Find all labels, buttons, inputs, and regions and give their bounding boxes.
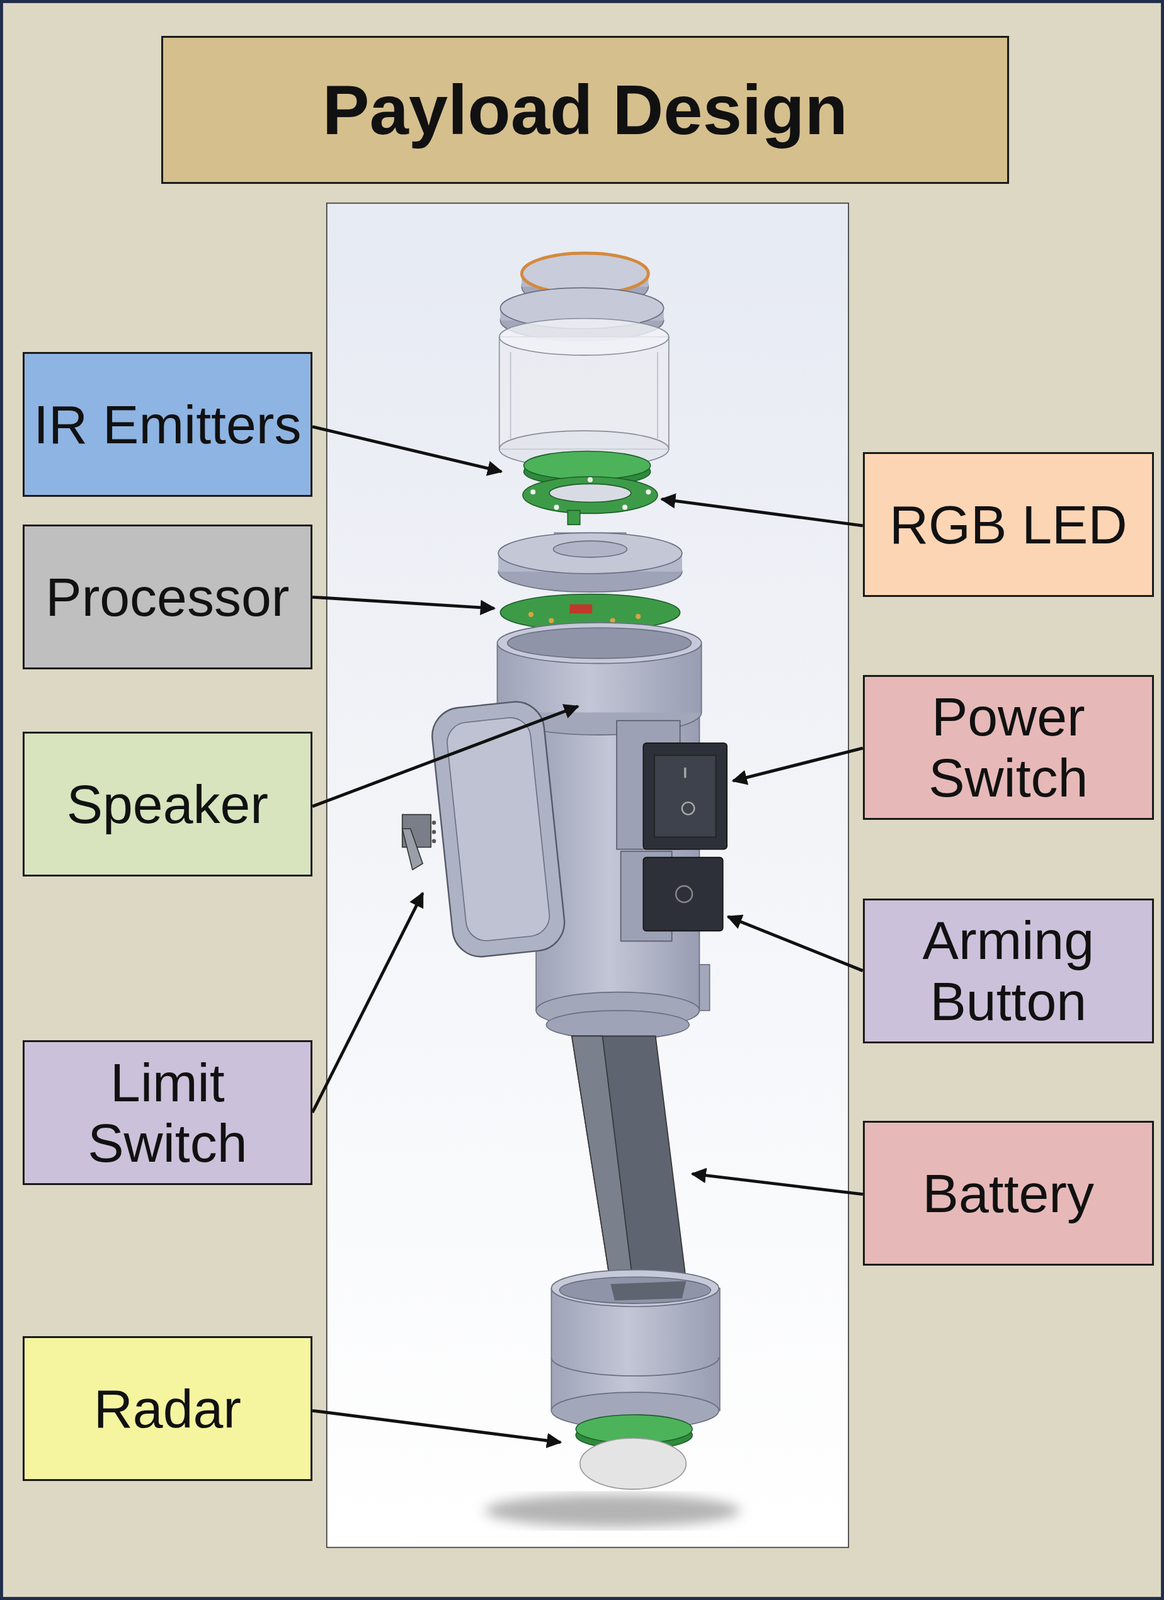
battery xyxy=(610,1281,686,1301)
led-dot xyxy=(622,505,628,511)
bottom-cap xyxy=(551,1358,719,1377)
limit-pin xyxy=(432,839,436,844)
limit-pin xyxy=(432,830,436,834)
solder-pad xyxy=(548,618,554,624)
clear-housing xyxy=(656,352,659,440)
arming-button xyxy=(643,857,723,932)
label-text: Battery xyxy=(922,1163,1095,1224)
label-box: Battery xyxy=(862,1121,1154,1267)
power-rocker xyxy=(654,755,716,838)
leader-line xyxy=(312,427,502,472)
label-text: IR Emitters xyxy=(33,394,302,455)
main-body xyxy=(507,627,692,659)
speaker-housing xyxy=(429,699,568,960)
power-switch xyxy=(643,743,727,850)
side-clip xyxy=(699,964,710,1011)
main-body xyxy=(496,643,499,713)
leader-line xyxy=(312,706,578,807)
label-box: RGB LED xyxy=(862,452,1154,598)
clear-housing xyxy=(510,352,512,440)
led-dot xyxy=(530,489,536,495)
label-box: Radar xyxy=(22,1336,313,1482)
processor-chip xyxy=(570,604,593,615)
limit-lever xyxy=(402,828,423,870)
solder-pad xyxy=(635,614,641,620)
label-text: Limit Switch xyxy=(28,1052,307,1175)
main-body xyxy=(701,643,703,713)
label-box: Arming Button xyxy=(862,898,1154,1044)
led-dot xyxy=(645,489,651,495)
label-text: Processor xyxy=(45,566,290,628)
label-text: RGB LED xyxy=(889,494,1128,555)
bottom-cap xyxy=(551,1270,719,1307)
mount-disk xyxy=(498,532,683,574)
power-mark xyxy=(684,767,686,778)
label-box: Processor xyxy=(22,524,313,670)
label-text: Power Switch xyxy=(868,686,1149,809)
led-dot xyxy=(587,477,593,483)
label-text: Speaker xyxy=(66,774,269,835)
label-box: Power Switch xyxy=(862,675,1154,821)
shadow xyxy=(485,1494,741,1528)
led-tab xyxy=(567,510,580,526)
solder-pad xyxy=(528,612,534,618)
diagram-title: Payload Design xyxy=(322,69,848,151)
led-ring xyxy=(549,483,632,503)
arming-cap xyxy=(675,886,693,903)
leader-line xyxy=(728,917,863,972)
radar-dome xyxy=(580,1438,687,1490)
leader-line xyxy=(312,1410,561,1443)
leader-line xyxy=(661,499,863,526)
clear-housing xyxy=(499,318,669,356)
limit-pin xyxy=(432,820,436,825)
label-box: Limit Switch xyxy=(22,1040,313,1186)
label-box: IR Emitters xyxy=(22,352,313,497)
speaker-housing xyxy=(429,699,568,960)
leader-lines xyxy=(312,427,863,1444)
led-ring xyxy=(522,476,658,514)
leader-line xyxy=(312,893,423,1113)
label-text: Arming Button xyxy=(868,910,1149,1032)
leader-line xyxy=(733,748,863,782)
battery xyxy=(571,1036,634,1285)
title-box: Payload Design xyxy=(161,35,1009,184)
label-text: Radar xyxy=(93,1378,242,1440)
main-body xyxy=(496,622,702,664)
battery xyxy=(571,1036,687,1285)
led-dot xyxy=(553,505,559,511)
leader-line xyxy=(692,1174,863,1195)
main-body xyxy=(546,1010,690,1040)
ir-board xyxy=(524,451,651,480)
label-box: Speaker xyxy=(22,731,313,877)
image-panel xyxy=(326,203,849,1549)
bottom-cap xyxy=(559,1277,711,1304)
mount-disk xyxy=(553,541,628,558)
leader-line xyxy=(312,597,495,609)
power-mark xyxy=(682,802,695,815)
